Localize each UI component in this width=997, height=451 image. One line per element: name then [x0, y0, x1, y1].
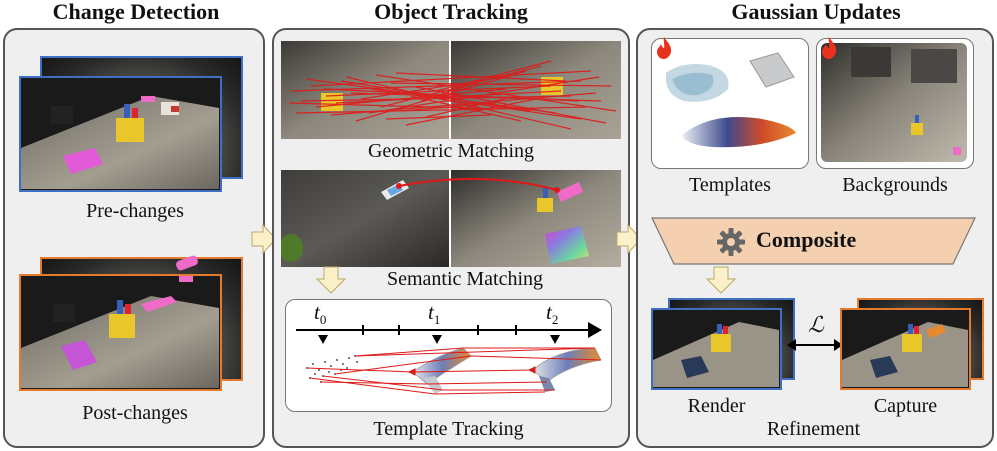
template-tracking-label: Template Tracking [373, 418, 524, 440]
timeline-arrowhead [588, 322, 602, 338]
change-detection-title: Change Detection [52, 0, 220, 24]
flow-arrow-down [316, 266, 346, 294]
semantic-match-scene [281, 170, 621, 267]
backgrounds-box [816, 38, 974, 169]
flame-icon [657, 37, 672, 59]
geometric-match-lines [281, 41, 621, 139]
pre-change-scene [21, 96, 219, 189]
flame-icon [822, 37, 837, 59]
capture-front-frame [840, 308, 971, 390]
render-label: Render [687, 395, 746, 417]
geometric-match-image [281, 41, 621, 139]
render-scene [653, 322, 779, 387]
post-change-scene [21, 276, 219, 388]
composite-label: Composite [756, 227, 857, 252]
double-arrow-icon [787, 339, 843, 351]
capture-label: Capture [873, 395, 938, 417]
timeline-axis [296, 329, 590, 331]
templates-label: Templates [689, 174, 771, 196]
time-label-t0: t0 [314, 300, 327, 328]
refinement-label: Refinement [766, 418, 861, 440]
geometric-matching-label: Geometric Matching [367, 140, 535, 162]
post-change-front-frame [19, 274, 222, 391]
timeline-tick [477, 325, 479, 335]
flow-arrow-1 [251, 224, 277, 254]
template-tracking-visual [306, 347, 602, 395]
object-tracking-title: Object Tracking [374, 0, 528, 24]
time-label-t1: t1 [428, 300, 441, 328]
pre-changes-label: Pre-changes [86, 200, 184, 222]
timeline-marker-t2 [550, 335, 560, 344]
timeline-tick [398, 325, 400, 335]
templates-box [651, 38, 809, 169]
backgrounds-visual [821, 43, 967, 162]
gear-icon [717, 228, 745, 256]
timeline-marker-t0 [318, 335, 328, 344]
render-front-frame [651, 308, 782, 390]
backgrounds-label: Backgrounds [842, 174, 948, 196]
gaussian-updates-title: Gaussian Updates [731, 0, 901, 24]
timeline-tick [515, 325, 517, 335]
templates-visual [665, 52, 796, 148]
loss-symbol: ℒ [808, 312, 824, 337]
semantic-match-image [281, 170, 621, 267]
timeline-tick [362, 325, 364, 335]
post-changes-label: Post-changes [82, 402, 188, 424]
pre-change-front-frame [19, 76, 222, 192]
time-label-t2: t2 [546, 300, 559, 328]
flow-arrow-down-2 [706, 266, 736, 294]
semantic-matching-label: Semantic Matching [386, 268, 544, 290]
timeline-marker-t1 [432, 335, 442, 344]
flow-arrow-2 [616, 224, 642, 254]
capture-scene [842, 322, 968, 387]
